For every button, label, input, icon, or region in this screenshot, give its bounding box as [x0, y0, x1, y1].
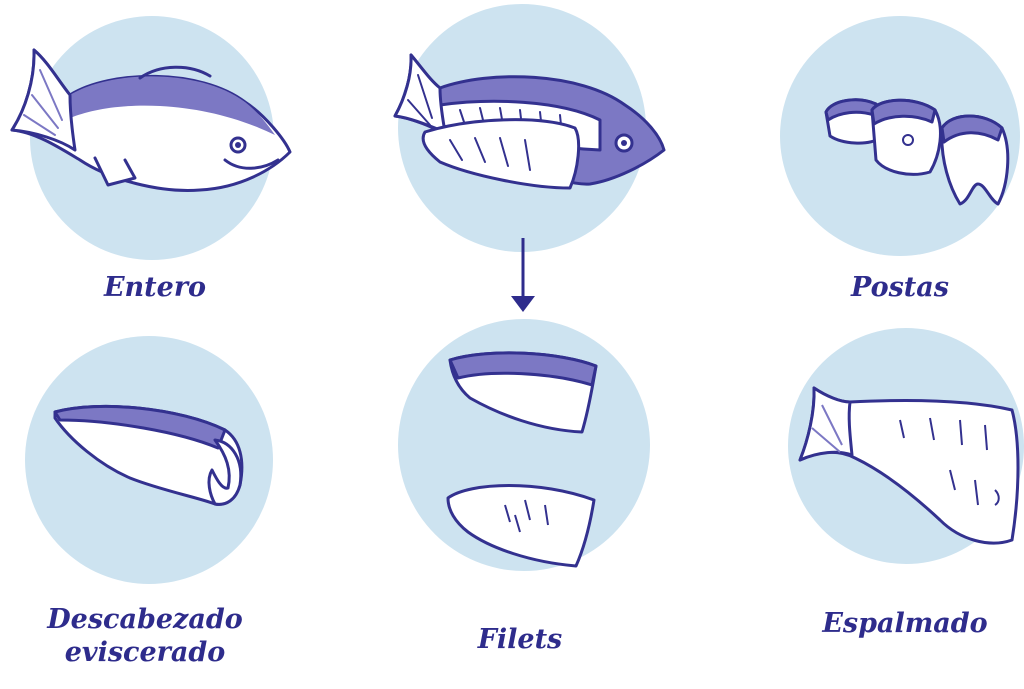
label-descabezado-line1: Descabezado [30, 604, 260, 637]
label-descabezado-line2: eviscerado [30, 637, 260, 670]
label-postas-text: Postas [800, 272, 1000, 305]
label-entero: Entero [60, 272, 250, 305]
label-postas: Postas [800, 272, 1000, 305]
label-espalmado: Espalmado [795, 608, 1015, 641]
label-espalmado-text: Espalmado [795, 608, 1015, 641]
label-filets-text: Filets [440, 624, 600, 657]
label-entero-text: Entero [60, 272, 250, 305]
label-descabezado: Descabezado eviscerado [30, 604, 260, 670]
label-filets: Filets [440, 624, 600, 657]
